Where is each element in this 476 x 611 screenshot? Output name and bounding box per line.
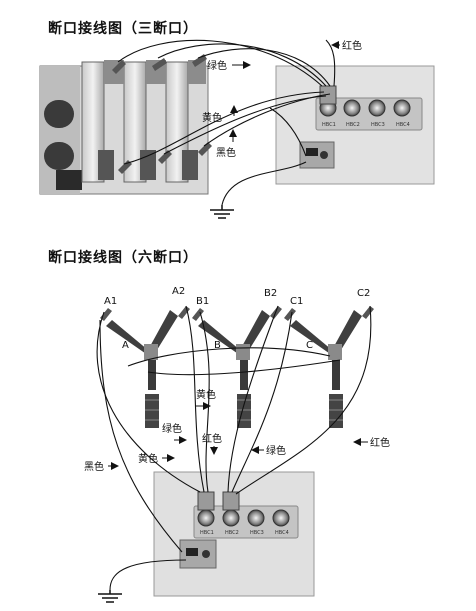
terminal-a1: A1 <box>104 296 117 307</box>
port2-hbc2[interactable]: HBC2 <box>222 509 240 536</box>
pole-c <box>290 310 362 428</box>
wires-six-break <box>96 305 372 591</box>
diagram-title-three-break: 断口接线图（三断口） <box>48 21 198 37</box>
port-hbc3[interactable]: HBC3 <box>368 99 386 128</box>
svg-text:HBC3: HBC3 <box>250 530 264 536</box>
svg-text:HBC4: HBC4 <box>275 530 289 536</box>
terminal-clips <box>100 306 374 321</box>
clip-bottom-1 <box>118 160 132 174</box>
svg-text:HBC1: HBC1 <box>322 122 336 128</box>
wires-three-break <box>117 39 336 206</box>
terminal-b2: B2 <box>264 288 277 299</box>
label-black: 黑色 <box>84 460 104 473</box>
label-red-mid: 红色 <box>202 432 222 445</box>
pole-a <box>106 310 178 428</box>
terminal-a2: A2 <box>172 286 185 297</box>
phase-b: B <box>214 340 221 351</box>
svg-text:HBC1: HBC1 <box>200 530 214 536</box>
label-green-left: 绿色 <box>162 422 182 435</box>
label-yellow-left: 黄色 <box>138 452 158 465</box>
cable-plug-2a <box>197 491 215 511</box>
port2-hbc1[interactable]: HBC1 <box>197 509 215 536</box>
clip-top-2 <box>152 58 167 71</box>
clip-top-3 <box>192 54 207 67</box>
svg-text:HBC4: HBC4 <box>396 122 410 128</box>
phase-c: C <box>306 340 313 351</box>
ground-symbol-2 <box>98 590 122 603</box>
port2-hbc3[interactable]: HBC3 <box>247 509 265 536</box>
label-black: 黑色 <box>216 146 236 159</box>
port-strip-2 <box>193 505 299 539</box>
port-hbc4[interactable]: HBC4 <box>393 99 411 128</box>
terminal-b1: B1 <box>196 296 209 307</box>
terminal-c1: C1 <box>290 296 303 307</box>
terminal-c2: C2 <box>357 288 370 299</box>
label-yellow-top: 黄色 <box>196 388 216 401</box>
label-green-mid: 绿色 <box>266 444 286 457</box>
svg-text:HBC2: HBC2 <box>346 122 360 128</box>
breaker-photo <box>39 60 209 195</box>
label-yellow: 黄色 <box>202 111 222 124</box>
port-hbc2[interactable]: HBC2 <box>343 99 361 128</box>
ground-symbol <box>210 205 234 219</box>
clip-bottom-3 <box>198 142 212 156</box>
cable-plug-2b <box>222 491 240 511</box>
phase-a: A <box>122 340 129 351</box>
cable-plug <box>319 85 337 105</box>
label-red-right: 红色 <box>370 436 390 449</box>
label-green: 绿色 <box>207 59 227 72</box>
label-red: 红色 <box>342 39 362 52</box>
svg-text:HBC3: HBC3 <box>371 122 385 128</box>
clip-bottom-2 <box>158 150 172 164</box>
port2-hbc4[interactable]: HBC4 <box>272 509 290 536</box>
svg-text:HBC2: HBC2 <box>225 530 239 536</box>
diagram-title-six-break: 断口接线图（六断口） <box>48 250 198 266</box>
clip-top-1 <box>112 60 126 74</box>
